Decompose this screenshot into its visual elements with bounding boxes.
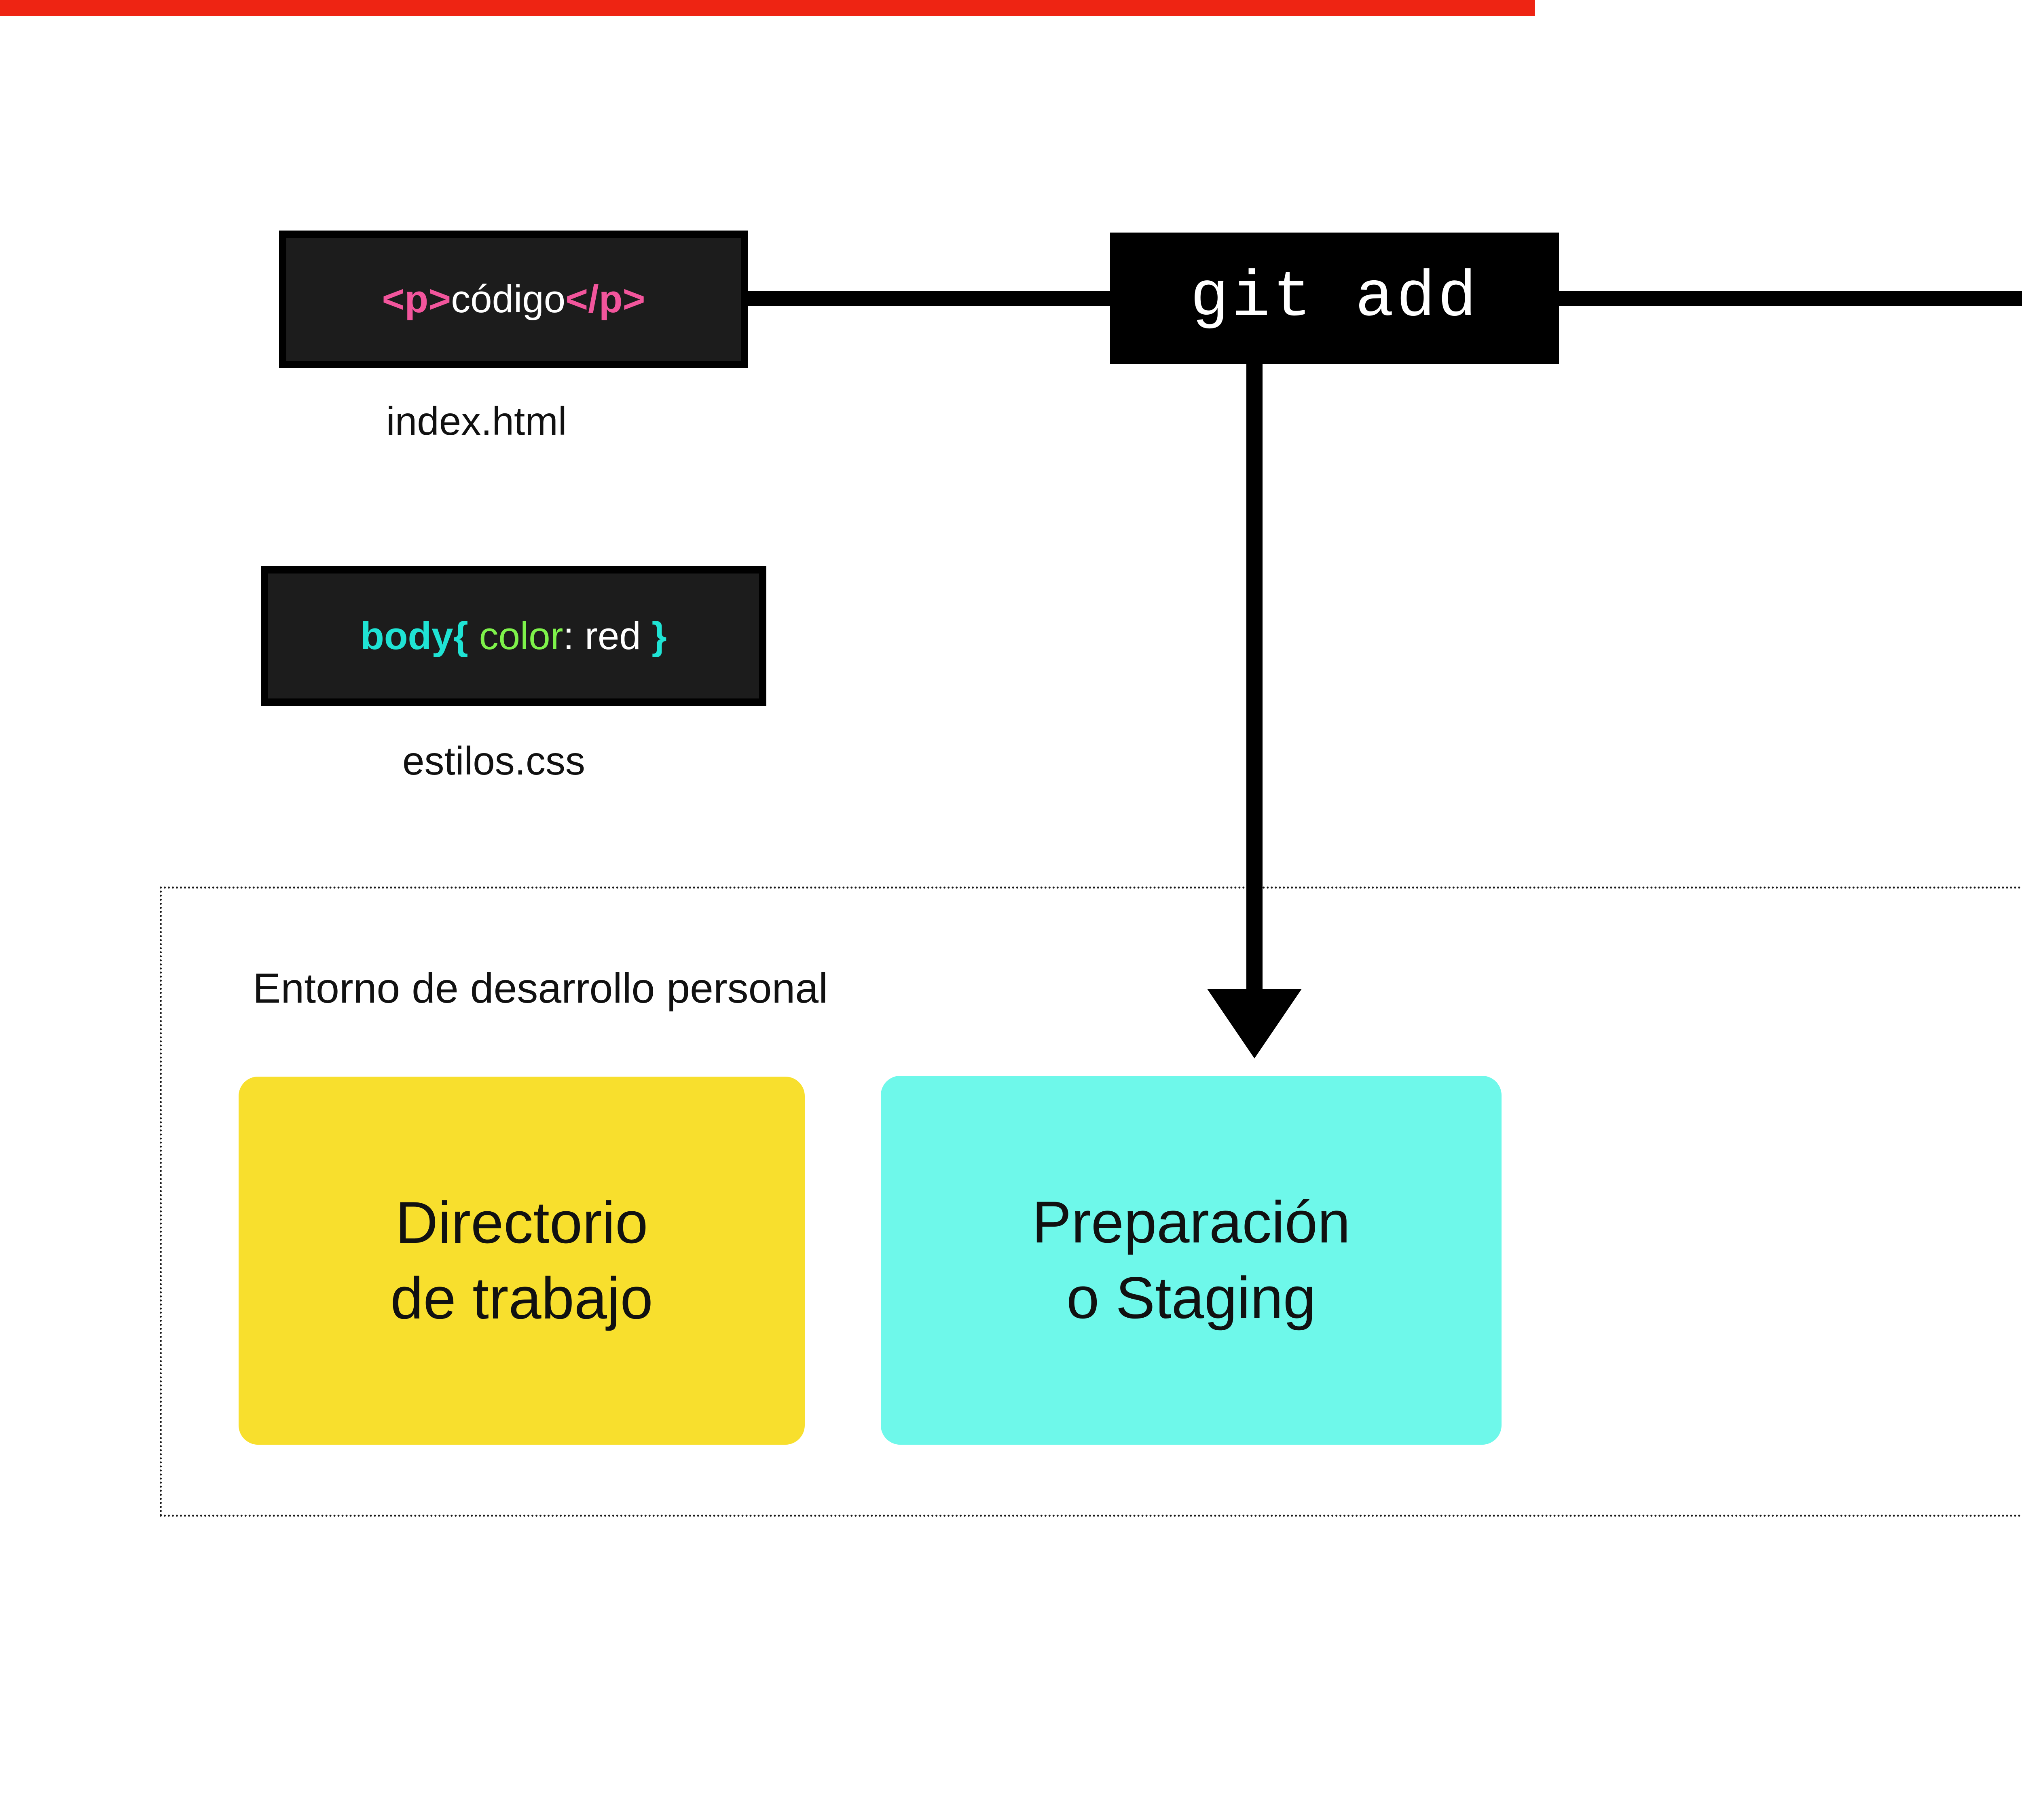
environment-title: Entorno de desarrollo personal (253, 965, 828, 1012)
zone-staging-label: Preparación o Staging (1032, 1189, 1351, 1331)
code-card-index-html: <p>código</p> (279, 231, 748, 368)
environment-container (160, 887, 2022, 1517)
arrowhead-staging-icon (1207, 989, 1302, 1058)
css-colon: : (563, 614, 585, 658)
css-value: red (584, 614, 652, 658)
git-add-command-label: git add (1190, 261, 1479, 335)
file-label-estilos-css: estilos.css (402, 739, 586, 783)
css-property: color (468, 614, 563, 658)
connector-gitadd-to-staging (1246, 356, 1263, 1035)
zone-working-directory[interactable]: Directorio de trabajo (239, 1077, 805, 1445)
html-code-body: código (451, 277, 566, 321)
connector-gitadd-to-tracked (1555, 291, 2022, 306)
html-close-tag: </p> (565, 277, 645, 321)
html-open-tag: <p> (382, 277, 451, 321)
code-card-estilos-css: body{ color: red } (261, 566, 766, 706)
code-snippet-css: body{ color: red } (360, 614, 667, 658)
connector-css-to-untracked (0, 0, 1535, 16)
code-snippet-html: <p>código</p> (382, 280, 645, 319)
css-selector: body{ (360, 614, 468, 658)
zone-staging[interactable]: Preparación o Staging (881, 1076, 1502, 1445)
zone-working-directory-label: Directorio de trabajo (390, 1189, 653, 1331)
css-close-brace: } (651, 614, 667, 658)
git-add-command-box[interactable]: git add (1110, 233, 1559, 364)
connector-html-to-gitadd (744, 291, 1116, 306)
file-label-index-html: index.html (386, 399, 567, 443)
